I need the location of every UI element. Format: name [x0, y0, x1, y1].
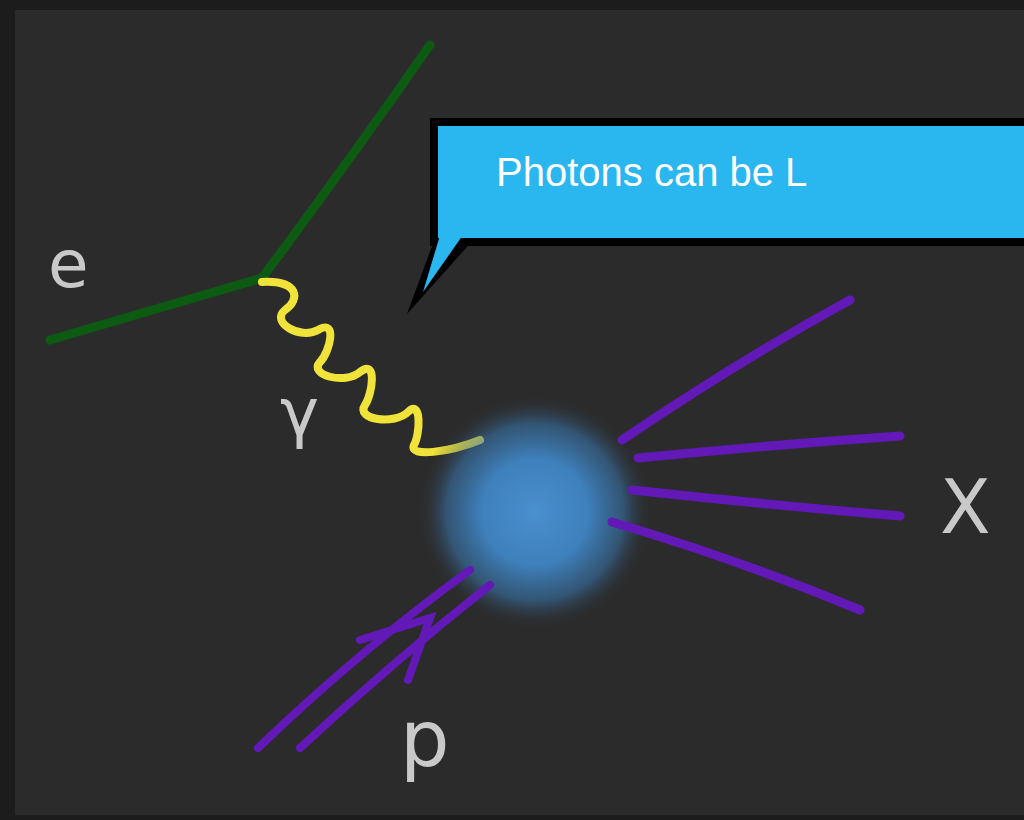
photon-wave: [262, 282, 480, 452]
callout-text: Photons can be L: [496, 152, 807, 192]
particle-label: p: [400, 700, 450, 778]
particle-label: X: [940, 470, 991, 544]
proton-lines: [258, 570, 490, 748]
callout-box: Photons can be L: [430, 118, 1024, 246]
particle-label: γ: [280, 380, 319, 446]
interaction-blob: [417, 394, 653, 630]
outgoing-hadrons: [612, 300, 900, 610]
electron-out: [262, 45, 430, 278]
callout-tail: [405, 232, 525, 322]
particle-label: e: [48, 232, 89, 298]
